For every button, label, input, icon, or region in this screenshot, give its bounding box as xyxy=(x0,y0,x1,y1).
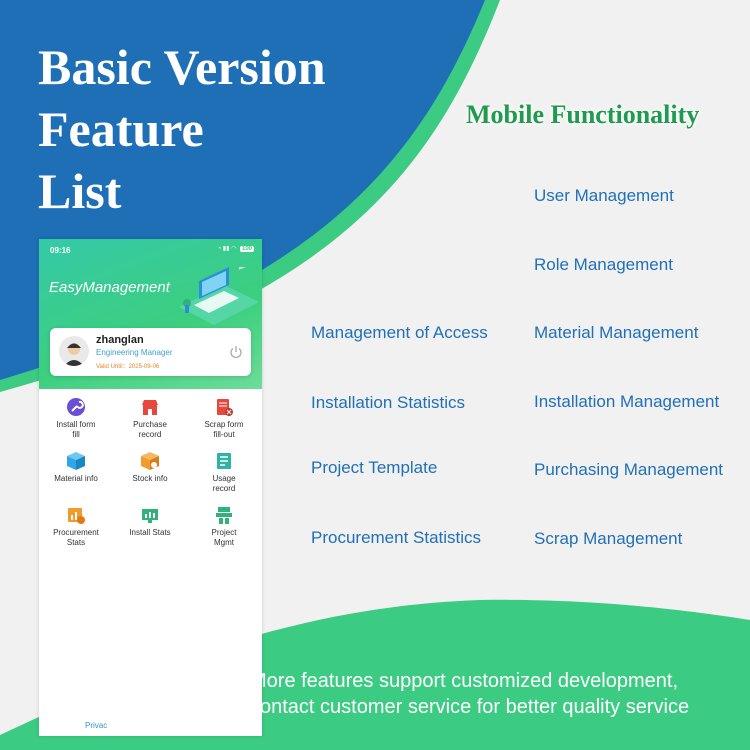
app-name: EasyManagement xyxy=(49,279,170,296)
grid-label: Mgmt xyxy=(214,538,234,547)
grid-label: Purchase xyxy=(133,420,167,429)
status-time: 09:16 xyxy=(50,246,71,255)
grid-item-scrap-form[interactable]: Scrap form fill-out xyxy=(187,397,261,440)
grid-item-usage-record[interactable]: Usage record xyxy=(187,451,261,494)
grid-label: Stock info xyxy=(132,474,168,483)
feature-procurement-statistics: Procurement Statistics xyxy=(311,528,482,547)
status-icons: ◔ ▮▮ ◠ 100 xyxy=(218,245,254,252)
power-icon[interactable] xyxy=(229,345,243,359)
grid-label: Stats xyxy=(66,538,86,547)
grid-item-project-mgmt[interactable]: Project Mgmt xyxy=(187,505,261,548)
install-stats-icon xyxy=(142,509,158,523)
title-line: List xyxy=(38,163,122,219)
grid-label: Material info xyxy=(54,474,98,483)
grid-label: Usage xyxy=(212,474,236,483)
feature-role-management: Role Management xyxy=(534,255,673,274)
feature-management-of-access: Management of Access xyxy=(311,323,488,342)
scrap-form-icon xyxy=(217,399,233,416)
wrench-icon xyxy=(67,398,85,416)
feature-project-template: Project Template xyxy=(311,458,438,477)
user-card[interactable]: zhanglan Engineering Manager Valid Until… xyxy=(50,328,251,376)
wifi-icon: ◔ ▮▮ ◠ xyxy=(217,246,237,252)
grid-item-install-form[interactable]: Install form fill xyxy=(39,397,113,440)
phone-screenshot: 09:16 ◔ ▮▮ ◠ 100 EasyManagement zhangla xyxy=(39,239,262,736)
avatar xyxy=(59,336,89,366)
shop-icon xyxy=(142,400,158,415)
title-line: Feature xyxy=(38,101,204,157)
app-header: 09:16 ◔ ▮▮ ◠ 100 EasyManagement zhangla xyxy=(39,239,262,389)
battery-icon: 100 xyxy=(239,246,254,252)
grid-label: Scrap form xyxy=(204,420,244,429)
page-title: Basic Version Feature List xyxy=(38,36,378,222)
grid-item-procurement-stats[interactable]: Procurement Stats xyxy=(39,505,113,548)
feature-user-management: User Management xyxy=(534,186,674,205)
feature-purchasing-management: Purchasing Management xyxy=(534,460,724,479)
valid-until: Valid Until：2025-09-06 xyxy=(96,364,160,370)
grid-label: Install Stats xyxy=(129,528,171,537)
grid-item-purchase-record[interactable]: Purchase record xyxy=(113,397,187,440)
footer-line: contact customer service for better qual… xyxy=(250,696,690,718)
grid-item-material-info[interactable]: Material info xyxy=(39,451,113,484)
privacy-link[interactable]: Privac xyxy=(85,721,108,730)
grid-label: Project xyxy=(211,528,237,537)
grid-label: Install form xyxy=(56,420,96,429)
computer-illustration-icon xyxy=(179,267,259,325)
procurement-stats-icon xyxy=(68,508,85,524)
feature-scrap-management: Scrap Management xyxy=(534,529,683,548)
grid-label: record xyxy=(212,484,236,493)
feature-installation-statistics: Installation Statistics xyxy=(311,393,466,412)
mobile-functionality-heading: Mobile Functionality xyxy=(466,100,700,129)
usage-record-icon xyxy=(217,453,231,469)
feature-installation-management: Installation Management xyxy=(534,392,720,411)
grid-label: record xyxy=(138,430,162,439)
user-role: Engineering Manager xyxy=(96,348,173,357)
box-icon xyxy=(67,452,85,470)
footer-text: More features support customized develop… xyxy=(250,668,745,720)
project-icon xyxy=(216,507,232,524)
grid-label: fill xyxy=(72,430,80,439)
grid-item-stock-info[interactable]: Stock info xyxy=(113,451,187,484)
title-line: Basic Version xyxy=(38,39,326,95)
stock-icon xyxy=(141,452,159,470)
user-name: zhanglan xyxy=(96,334,144,346)
feature-material-management: Material Management xyxy=(534,323,699,342)
grid-label: Procurement xyxy=(53,528,99,537)
grid-item-install-stats[interactable]: Install Stats xyxy=(113,505,187,538)
grid-label: fill-out xyxy=(213,430,235,439)
footer-line: More features support customized develop… xyxy=(250,670,678,692)
